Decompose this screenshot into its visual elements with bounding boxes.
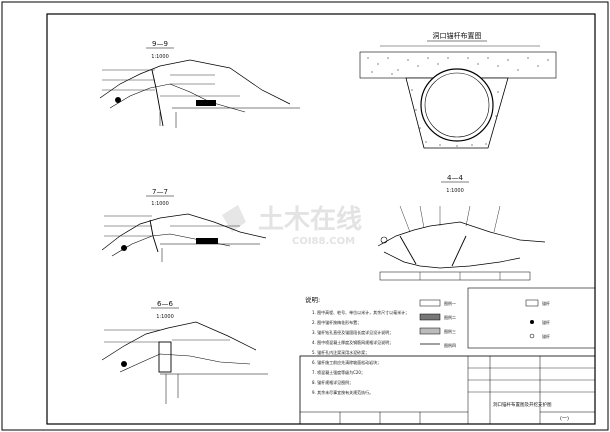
legend-item-2: 图例二 [444,314,456,320]
note-line-8: 8. 锚杆规格详见图例； [312,379,353,385]
note-line-9: 9. 其余未尽事宜按有关规范执行。 [312,389,373,395]
section-6-6-title: 6—6 [157,300,173,308]
section-7-7: 7—7 1:1000 [101,188,267,262]
notes-heading: 说明: [305,295,320,304]
portal-anchor-layout: 洞口锚杆布置图 [359,31,557,149]
portal-layout-title: 洞口锚杆布置图 [433,31,482,40]
legend-item-3: 图例三 [444,328,456,334]
section-7-7-title: 7—7 [152,188,168,196]
note-line-4: 4. 图中喷混凝土厚度及钢筋网规格详见说明； [312,339,393,345]
legend-right-3: 锚杆 [542,333,550,339]
drawing-title: 洞口锚杆布置图及开挖支护图 [493,401,552,408]
legend-item-4: 图例四 [444,342,456,348]
note-line-2: 2. 图中锚杆按梅花形布置； [312,319,361,325]
notes-block: 说明: 1. 图中高程、桩号、单位以米计，其余尺寸以毫米计； 2. 图中锚杆按梅… [305,295,409,395]
section-9-9: 9—9 1:1000 [99,40,300,128]
section-4-4-title: 4—4 [447,174,463,182]
sheet-number: (一) [560,416,569,422]
note-line-3: 3. 锚杆钻孔直径及锚固段长度详见设计说明； [312,329,393,335]
title-block: 洞口锚杆布置图及开挖支护图 (一) [299,355,596,425]
note-line-7: 7. 喷混凝土强度等级为C20； [312,369,365,375]
note-line-1: 1. 图中高程、桩号、单位以米计，其余尺寸以毫米计； [312,309,409,315]
legend-item-1: 图例一 [444,300,456,306]
watermark-sub: COI88.COM [292,236,355,247]
watermark: 土木在线 COI88.COM [222,205,362,247]
section-6-6-scale: 1:1000 [156,314,174,320]
section-6-6: 6—6 1:1000 [101,300,268,404]
section-4-4: 4—4 1:1000 [377,174,546,281]
legend-right-1: 锚杆 [542,300,550,306]
note-line-5: 5. 锚杆孔内注浆采用水泥砂浆； [312,349,369,355]
section-7-7-scale: 1:1000 [151,201,169,207]
note-line-6: 6. 锚杆施工前应先清除坡面松动岩块； [312,359,381,365]
section-9-9-title: 9—9 [152,40,168,48]
section-4-4-scale: 1:1000 [446,188,464,194]
section-9-9-scale: 1:1000 [151,54,169,60]
legend-right-2: 锚杆 [542,319,550,325]
legend-block: 图例一 图例二 图例三 图例四 锚杆 锚杆 锚杆 [419,287,596,349]
watermark-main: 土木在线 [258,205,362,235]
